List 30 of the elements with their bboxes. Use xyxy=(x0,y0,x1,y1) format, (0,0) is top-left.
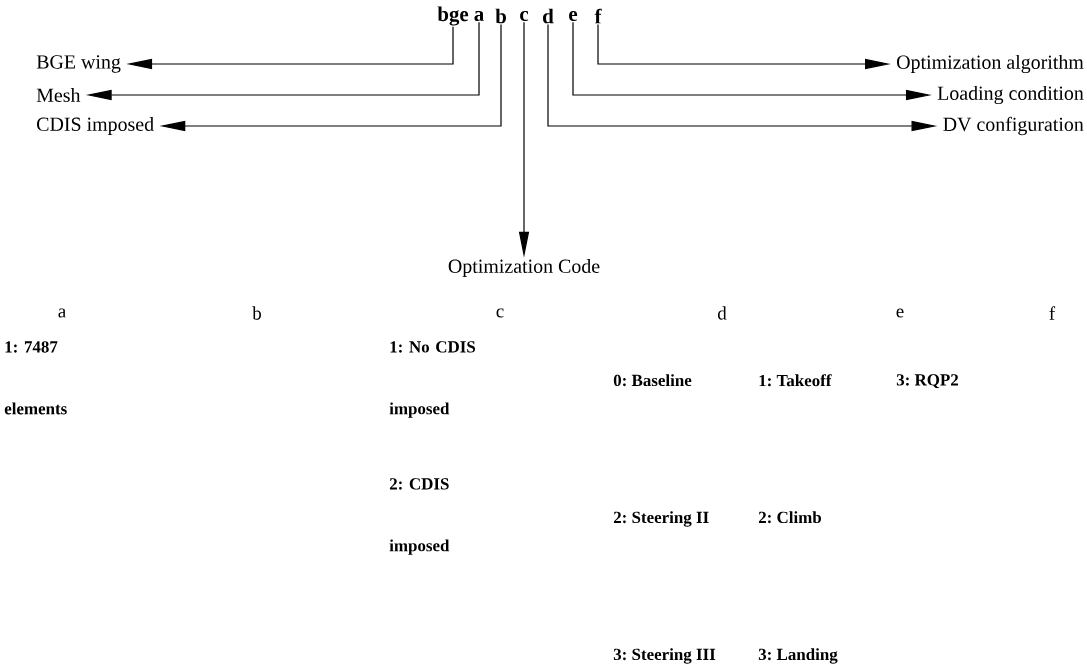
table-cell: 1: No CDIS imposed xyxy=(389,341,476,418)
column-header: b xyxy=(252,306,261,320)
letter-code: e xyxy=(569,11,578,21)
column-header: a xyxy=(58,308,66,318)
description-text: BGE wing xyxy=(36,55,121,73)
table-cell: 2: Steering II xyxy=(613,511,709,527)
table-cell: 3: Steering III xyxy=(613,648,716,664)
table-cell: 2: Climb xyxy=(758,511,822,524)
table-cell: 2: CDIS imposed xyxy=(389,478,450,555)
description-text: Loading condition xyxy=(937,85,1084,105)
table-cell: 3: Landing xyxy=(758,648,838,664)
letter-code: b xyxy=(495,8,506,24)
column-header: c xyxy=(496,308,504,318)
letter-code: bge xyxy=(437,6,469,26)
letter-code: a xyxy=(474,11,484,21)
column-header: f xyxy=(1049,306,1056,320)
table-cell: 1: Takeoff xyxy=(759,374,832,387)
column-header: d xyxy=(717,306,727,320)
table-cell: 0: Baseline xyxy=(613,374,692,387)
letter-code: d xyxy=(543,8,554,24)
description-text: Optimization Code xyxy=(448,258,600,277)
table-cell: 3: RQP2 xyxy=(896,374,959,389)
letter-code: f xyxy=(594,8,602,24)
description-text: Optimization algorithm xyxy=(897,54,1084,74)
table-cell: 1: 7487 elements xyxy=(4,341,67,415)
column-header: e xyxy=(896,308,904,318)
letter-code: c xyxy=(520,10,529,21)
description-text: CDIS imposed xyxy=(37,116,154,135)
description-text: DV configuration xyxy=(943,116,1084,136)
description-text: Mesh xyxy=(36,88,81,102)
